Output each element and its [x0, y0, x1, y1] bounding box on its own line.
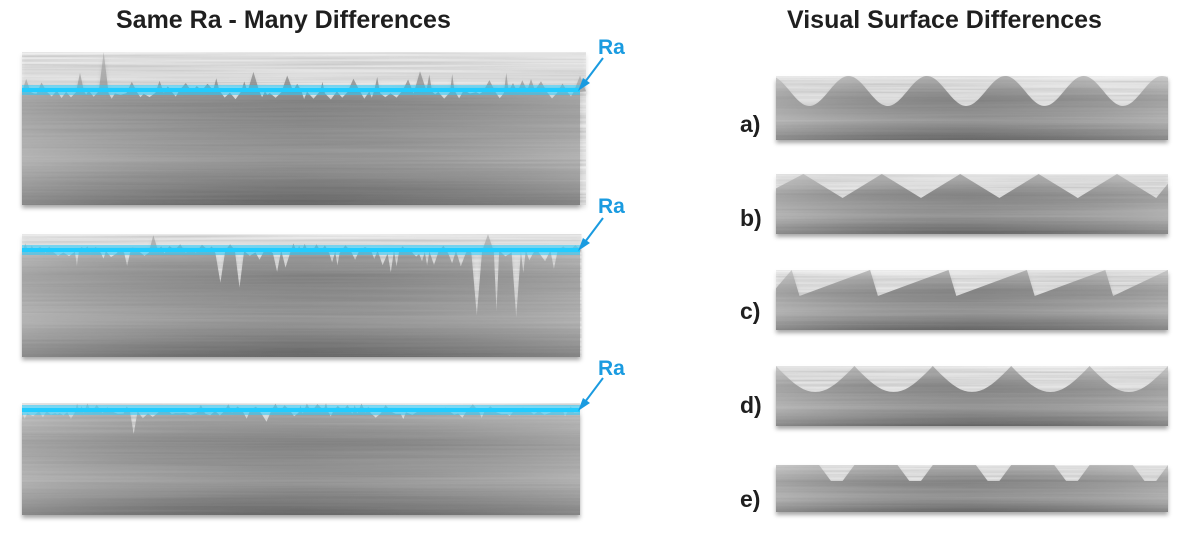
rough-slab-2	[22, 234, 582, 357]
profile-sheen	[776, 366, 1168, 426]
profile-label-d: d)	[740, 392, 762, 418]
profile-sheen	[776, 174, 1168, 234]
ra-label-1: Ra	[598, 36, 625, 59]
profile-sheen	[776, 270, 1168, 330]
ra-arrowhead-3	[578, 398, 590, 411]
right-title: Visual Surface Differences	[787, 6, 1102, 34]
ra-arrowhead-2	[578, 238, 590, 251]
left-title: Same Ra - Many Differences	[116, 6, 451, 34]
profile-label-a: a)	[740, 111, 761, 137]
profile-sheen	[776, 465, 1168, 512]
profile-slab-scalloped	[776, 366, 1168, 426]
ra-line-2	[22, 248, 580, 252]
slab-sheen	[22, 52, 586, 205]
slab-sheen	[22, 403, 580, 515]
ra-line-1	[22, 88, 580, 92]
rough-slab-1	[22, 52, 586, 205]
rough-slab-3	[22, 403, 580, 515]
ra-label-2: Ra	[598, 195, 625, 218]
profile-slab-sinusoidal	[776, 76, 1168, 140]
profile-slab-sawtooth	[776, 270, 1168, 330]
ra-line-3	[22, 408, 580, 412]
profile-slab-triangular	[776, 174, 1168, 234]
profile-slab-trapezoidal	[776, 465, 1168, 512]
profile-label-e: e)	[740, 486, 761, 512]
profile-sheen	[776, 76, 1168, 140]
slab-sheen	[22, 234, 582, 357]
profile-label-c: c)	[740, 298, 761, 324]
profile-label-b: b)	[740, 205, 762, 231]
ra-label-3: Ra	[598, 357, 625, 380]
ra-arrowhead-1	[578, 78, 590, 91]
